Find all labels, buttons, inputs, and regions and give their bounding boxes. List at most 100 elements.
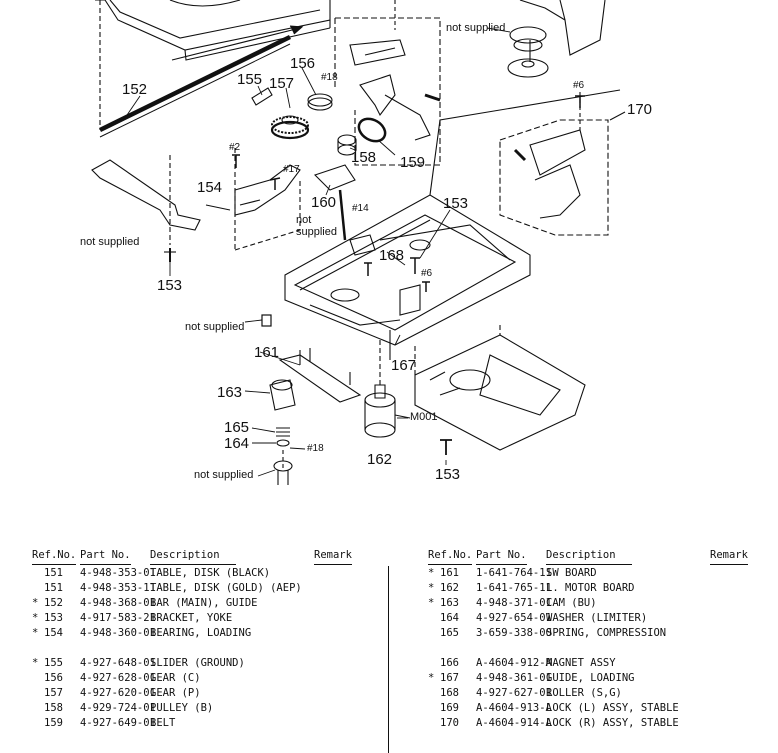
new-part-mark: *: [32, 612, 39, 624]
not-supplied-label-bottom: not supplied: [194, 469, 254, 481]
screw-mark-2: #2: [229, 142, 241, 153]
sw-board-161: [278, 348, 362, 403]
callout-161: 161: [254, 344, 280, 361]
parts-table-header: Ref.No. Part No. Description Remark: [428, 548, 768, 566]
header-ref-no: Ref.No.: [32, 548, 77, 565]
callout-155: 155: [237, 71, 263, 88]
ref-no-cell: 164: [440, 612, 459, 624]
header-remark: Remark: [710, 548, 748, 565]
ref-no-cell: 162: [440, 582, 459, 594]
screw-icons: [232, 95, 585, 455]
header-ref-no: Ref.No.: [428, 548, 473, 565]
callout-160: 160: [311, 194, 337, 211]
screw-mark-17: #17: [283, 164, 300, 175]
diagram-drawing: [91, 0, 626, 485]
leader-lines: [124, 27, 511, 477]
part-no-cell: A-4604-912-A: [476, 657, 552, 669]
part-no-cell: 1-641-764-11: [476, 567, 552, 579]
part-no-cell: 4-917-583-21: [80, 612, 156, 624]
screw-mark-14: #14: [352, 203, 369, 214]
description-cell: L. MOTOR BOARD: [546, 582, 635, 594]
not-supplied-label-clip: not supplied: [185, 321, 245, 333]
description-cell: SLIDER (GROUND): [150, 657, 245, 669]
top-right-mechanism: [507, 0, 606, 78]
motor-m001: [364, 340, 411, 438]
bearing-154: [234, 148, 301, 251]
new-part-mark: *: [32, 597, 39, 609]
header-part-no: Part No.: [80, 548, 131, 565]
ref-no-cell: 155: [44, 657, 63, 669]
description-cell: BAR (MAIN), GUIDE: [150, 597, 258, 609]
callout-153-center: 153: [443, 195, 469, 212]
ref-no-cell: 165: [440, 627, 459, 639]
ref-no-cell: 156: [44, 672, 63, 684]
left-bracket-part: [91, 155, 201, 262]
row-spacer: [32, 641, 372, 656]
callout-170: 170: [627, 101, 653, 118]
ref-no-cell: 157: [44, 687, 63, 699]
not-supplied-label-left: not supplied: [80, 236, 140, 248]
ref-no-cell: 170: [440, 717, 459, 729]
callout-167: 167: [391, 357, 417, 374]
callout-157: 157: [269, 75, 295, 92]
not-supplied-label-center: not supplied: [296, 214, 337, 238]
main-chassis: [284, 89, 621, 360]
new-part-mark: *: [428, 582, 435, 594]
part-no-cell: 4-929-724-01: [80, 702, 156, 714]
ref-no-cell: 152: [44, 597, 63, 609]
callout-156: 156: [290, 55, 316, 72]
header-part-no: Part No.: [476, 548, 527, 565]
part-no-cell: 4-927-648-01: [80, 657, 156, 669]
part-no-cell: 4-948-360-01: [80, 627, 156, 639]
description-cell: TABLE, DISK (BLACK): [150, 567, 271, 579]
cam-washer-spring-stack: [269, 379, 296, 485]
callout-159: 159: [400, 154, 426, 171]
ref-no-cell: 167: [440, 672, 459, 684]
description-cell: TABLE, DISK (GOLD) (AEP): [150, 582, 302, 594]
description-cell: GEAR (P): [150, 687, 201, 699]
ref-no-cell: 151: [44, 582, 63, 594]
new-part-mark: *: [32, 657, 39, 669]
description-cell: LOCK (R) ASSY, STABLE: [546, 717, 679, 729]
description-cell: BRACKET, YOKE: [150, 612, 233, 624]
new-part-mark: *: [32, 627, 39, 639]
part-no-cell: 4-927-654-01: [476, 612, 552, 624]
part-no-cell: 4-948-371-01: [476, 597, 552, 609]
part-no-cell: 4-927-627-01: [476, 687, 552, 699]
not-supplied-label-top: not supplied: [446, 22, 506, 34]
description-cell: BEARING, LOADING: [150, 627, 252, 639]
dashed-assembly-box-top: [334, 17, 441, 166]
header-remark: Remark: [314, 548, 352, 565]
callout-163: 163: [217, 384, 243, 401]
description-cell: ROLLER (S,G): [546, 687, 622, 699]
ref-no-cell: 159: [44, 717, 63, 729]
screw-mark-6-center: #6: [421, 268, 433, 279]
part-no-cell: 4-927-620-01: [80, 687, 156, 699]
description-cell: GUIDE, LOADING: [546, 672, 635, 684]
description-cell: SW BOARD: [546, 567, 597, 579]
ref-no-cell: 166: [440, 657, 459, 669]
part-no-cell: 4-927-628-01: [80, 672, 156, 684]
part-160: [313, 164, 356, 191]
description-cell: BELT: [150, 717, 176, 729]
parts-table-header: Ref.No. Part No. Description Remark: [32, 548, 372, 566]
ref-no-cell: 161: [440, 567, 459, 579]
screw-mark-6-right: #6: [573, 80, 585, 91]
small-clip-part: [261, 314, 272, 327]
ref-no-cell: 169: [440, 702, 459, 714]
description-cell: LOCK (L) ASSY, STABLE: [546, 702, 679, 714]
screw-mark-18-top: #18: [321, 72, 338, 83]
callout-m001: M001: [410, 411, 438, 423]
